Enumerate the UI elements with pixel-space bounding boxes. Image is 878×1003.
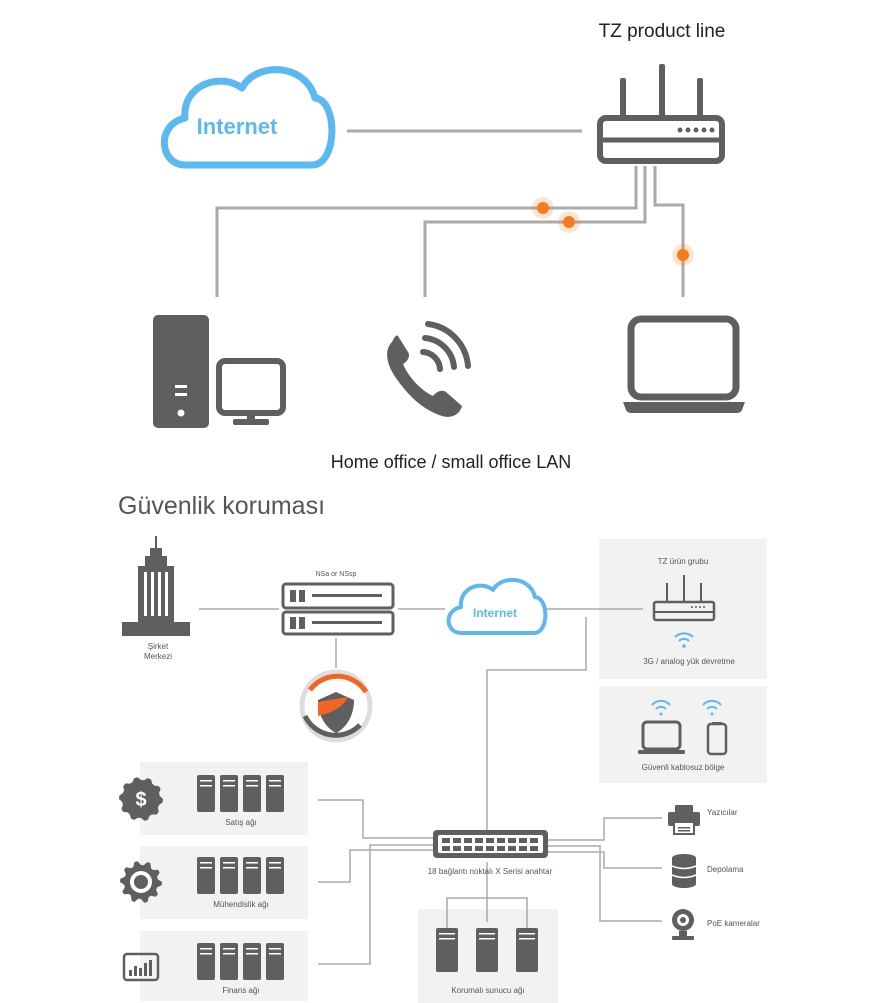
server-tower (243, 775, 261, 812)
server-tower (266, 775, 284, 812)
wan-failover-label: 3G / analog yük devretme (643, 657, 735, 666)
phone-icon (387, 321, 471, 417)
tz-router-small-icon (652, 575, 716, 622)
server-tower (266, 943, 284, 980)
lan-caption: Home office / small office LAN (331, 452, 571, 472)
tz-group-label: TZ ürün grubu (658, 557, 709, 566)
laptop-icon (623, 315, 745, 413)
ns-label: NSa or NSsp (316, 571, 357, 578)
security-shield-icon (299, 669, 373, 743)
wifi-laptop-icon (638, 699, 685, 754)
finance-servers-icon (197, 943, 284, 980)
internet-cloud-small-icon (446, 577, 548, 635)
engineering-label: Mühendislik ağı (213, 900, 269, 909)
top-internet-label: Internet (197, 114, 278, 139)
finance-chart-icon (122, 952, 160, 982)
hq-label-line2: Merkezi (144, 652, 172, 661)
switch-label: 18 bağlantı noktalı X Serisi anahtar (428, 867, 553, 876)
server-tower (476, 928, 498, 972)
server-tower (220, 857, 238, 894)
skyscraper-icon (122, 536, 190, 636)
server-tower (220, 943, 238, 980)
ns-firewall-appliance-icon (281, 582, 395, 636)
wireless-zone-panel (599, 686, 767, 783)
engineering-servers-icon (197, 857, 284, 894)
server-tower (197, 857, 215, 894)
sales-servers-icon (197, 775, 284, 812)
poe-camera-icon (672, 909, 694, 940)
storage-label: Depolama (707, 865, 744, 874)
bottom-connection-lines (199, 608, 662, 965)
tz-router-icon (597, 64, 725, 164)
server-tower (243, 943, 261, 980)
server-tower (197, 775, 215, 812)
server-tower (220, 775, 238, 812)
tz-product-line-title: TZ product line (599, 21, 726, 42)
traffic-dots (532, 197, 694, 266)
hq-label-line1: Şirket (148, 642, 169, 651)
svg-text:$: $ (135, 789, 146, 811)
printers-label: Yazıcılar (707, 808, 738, 817)
cameras-label: PoE kameralar (707, 919, 760, 928)
wireless-signal-icon (674, 632, 694, 648)
protected-servers-icon (436, 928, 538, 972)
protected-server-label: Korumalı sunucu ağı (451, 986, 524, 995)
server-tower (266, 857, 284, 894)
background-panels (140, 539, 767, 1003)
finance-label: Finans ağı (222, 986, 259, 995)
server-tower (197, 943, 215, 980)
server-tower (516, 928, 538, 972)
bottom-internet-label: Internet (473, 606, 517, 620)
wireless-zone-label: Güvenli kablosuz bölge (642, 763, 725, 772)
dollar-icon: $ (119, 777, 163, 821)
storage-database-icon (671, 854, 697, 888)
network-switch-icon (433, 830, 548, 858)
sales-label: Satış ağı (225, 818, 257, 827)
server-tower (243, 857, 261, 894)
desktop-computer-icon (153, 315, 286, 428)
server-tower (436, 928, 458, 972)
internet-cloud-icon (160, 66, 336, 169)
printer-icon (668, 805, 700, 835)
section-title: Güvenlik koruması (118, 492, 325, 520)
gear-icon (120, 861, 162, 903)
wifi-phone-icon (702, 699, 728, 756)
